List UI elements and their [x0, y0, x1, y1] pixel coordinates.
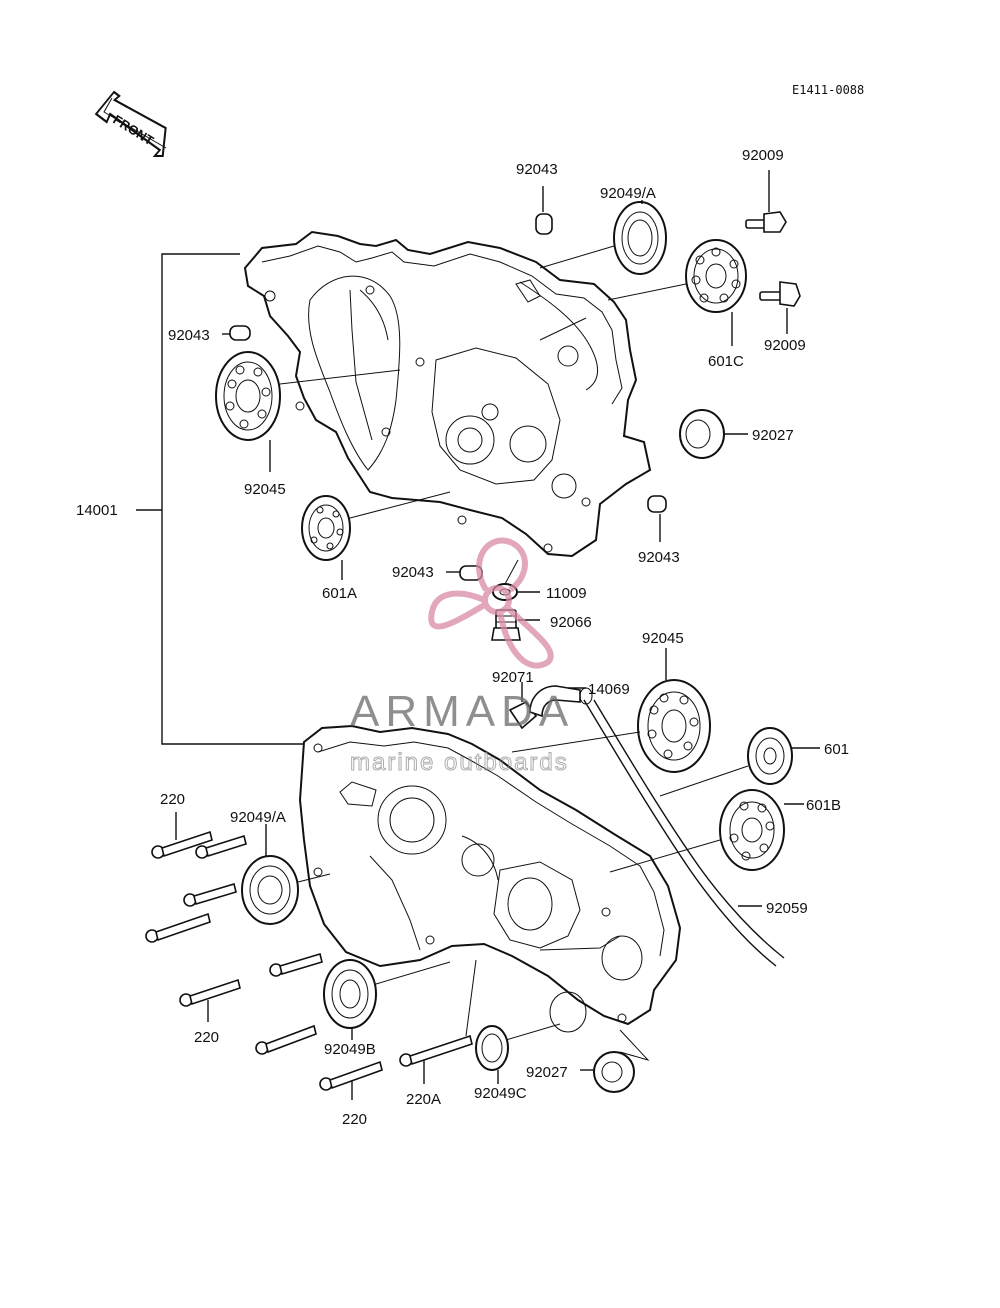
- part-label: 601: [824, 741, 849, 758]
- watermark-title: ARMADA: [350, 687, 574, 736]
- part-label: 92009: [742, 147, 784, 164]
- part-label: 92043: [168, 327, 210, 344]
- part-label: 11009: [546, 585, 587, 602]
- bolt-icon: [151, 812, 213, 859]
- part-label: 92049/A: [600, 185, 656, 202]
- bolt-icon: [145, 912, 211, 943]
- bolt-icon: [179, 978, 241, 1022]
- bolt-icon: [759, 281, 801, 334]
- part-label: 92049/A: [230, 809, 286, 826]
- part-label: 92071: [492, 669, 534, 686]
- bolt-icon: [269, 952, 323, 977]
- oil-seal-icon: [241, 824, 331, 925]
- dowel-pin-icon: [535, 186, 553, 235]
- diagram-code: E1411-0088: [792, 83, 864, 97]
- part-label: 92027: [526, 1064, 568, 1081]
- part-label: 601A: [322, 585, 357, 602]
- part-label: 92045: [642, 630, 684, 647]
- bolt-icon: [255, 1024, 317, 1055]
- part-label: 92059: [766, 900, 808, 917]
- ball-bearing-icon: [511, 648, 711, 773]
- collar-icon: [580, 1029, 650, 1093]
- dowel-pin-icon: [222, 325, 251, 341]
- oil-seal-icon: [539, 200, 667, 275]
- bolt-icon: [183, 882, 237, 907]
- part-label: 220A: [406, 1091, 441, 1108]
- part-label: 220: [160, 791, 185, 808]
- part-label: 14001: [76, 502, 118, 519]
- part-label: 92043: [392, 564, 434, 581]
- part-label: 14069: [588, 681, 630, 698]
- part-label: 92045: [244, 481, 286, 498]
- upper-crankcase-half: [243, 230, 652, 558]
- front-arrow-icon: [94, 90, 167, 157]
- ball-bearing-icon: [215, 351, 401, 472]
- part-label: 92009: [764, 337, 806, 354]
- oil-seal-icon: [475, 1023, 561, 1084]
- collar-icon: [679, 409, 748, 459]
- breather-hose-icon: [583, 699, 785, 967]
- part-label: 601C: [708, 353, 744, 370]
- ball-bearing-icon: [659, 727, 820, 797]
- part-label: 220: [194, 1029, 219, 1046]
- bolt-icon: [399, 959, 477, 1084]
- bolt-icon: [195, 834, 247, 859]
- part-label: 220: [342, 1111, 367, 1128]
- watermark-subtitle: marine outboards: [350, 749, 569, 776]
- watermark-logo: [428, 537, 554, 669]
- ball-bearing-icon: [607, 239, 747, 346]
- ball-bearing-icon: [609, 789, 804, 873]
- part-label: 92066: [550, 614, 592, 631]
- bracket-14001: [136, 253, 304, 745]
- part-label: 92027: [752, 427, 794, 444]
- bolt-icon: [319, 1060, 383, 1100]
- dowel-pin-icon: [647, 495, 667, 542]
- part-label: 92049C: [474, 1085, 527, 1102]
- ball-bearing-icon: [301, 491, 451, 580]
- part-label: 92043: [516, 161, 558, 178]
- part-label: 601B: [806, 797, 841, 814]
- lower-crankcase-half: [298, 724, 682, 1033]
- part-label: 92043: [638, 549, 680, 566]
- breather-elbow-icon: [529, 685, 593, 718]
- bolt-icon: [745, 170, 787, 233]
- part-label: 92049B: [324, 1041, 376, 1058]
- oil-seal-icon: [323, 959, 451, 1040]
